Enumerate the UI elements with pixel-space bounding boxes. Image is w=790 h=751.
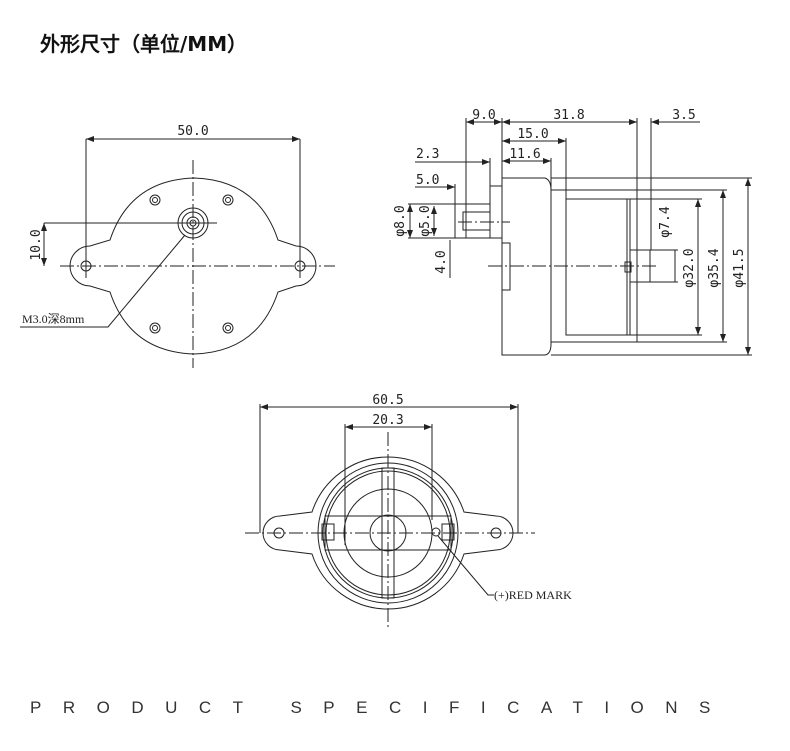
side-view: 9.0 31.8 3.5 15.0 11.6 2.3 5.0 φ8.0 φ5.0…	[393, 108, 752, 356]
dim-dia-5-0: φ5.0	[418, 205, 433, 236]
rear-flange-outline	[262, 456, 514, 610]
dimension-width-label: 50.0	[177, 124, 208, 139]
dim-11-6: 11.6	[509, 147, 540, 162]
dim-dia-35-4: φ35.4	[707, 248, 722, 287]
dim-dia-7-4: φ7.4	[658, 206, 673, 237]
red-mark-terminal	[431, 527, 441, 537]
dim-20-3: 20.3	[372, 413, 403, 428]
thread-note-label: M3.0深8mm	[22, 312, 85, 326]
dimension-offset-label: 10.0	[29, 229, 44, 260]
output-shaft	[177, 207, 217, 239]
gearbox-housing	[501, 177, 552, 356]
page-title: 外形尺寸（单位/MM）	[40, 32, 248, 56]
dim-2-3: 2.3	[416, 147, 439, 162]
thread-note-leader	[20, 234, 186, 328]
dim-dia-8-0: φ8.0	[393, 205, 408, 236]
dim-dia-41-5: φ41.5	[732, 248, 747, 287]
dim-60-5: 60.5	[372, 393, 403, 408]
red-mark-label: (+)RED MARK	[494, 588, 572, 602]
rear-view: 60.5 20.3 (+)RED MARK	[245, 393, 572, 630]
gear-collar	[489, 185, 503, 239]
front-flange-outline	[69, 177, 317, 355]
dim-9-0: 9.0	[472, 108, 495, 123]
dim-3-5: 3.5	[672, 108, 695, 123]
dim-dia-32-0: φ32.0	[682, 248, 697, 287]
front-view: 50.0 10.0 M3.0深8mm	[20, 124, 335, 368]
dim-15-0: 15.0	[517, 127, 548, 142]
output-shaft-side	[454, 203, 491, 239]
screw-holes	[149, 194, 234, 334]
footer-product-specifications: PRODUCT SPECIFICATIONS	[30, 698, 732, 717]
dim-4-0: 4.0	[434, 250, 449, 273]
dim-5-0: 5.0	[416, 173, 439, 188]
dim-31-8: 31.8	[553, 108, 584, 123]
red-mark-leader	[437, 535, 494, 596]
